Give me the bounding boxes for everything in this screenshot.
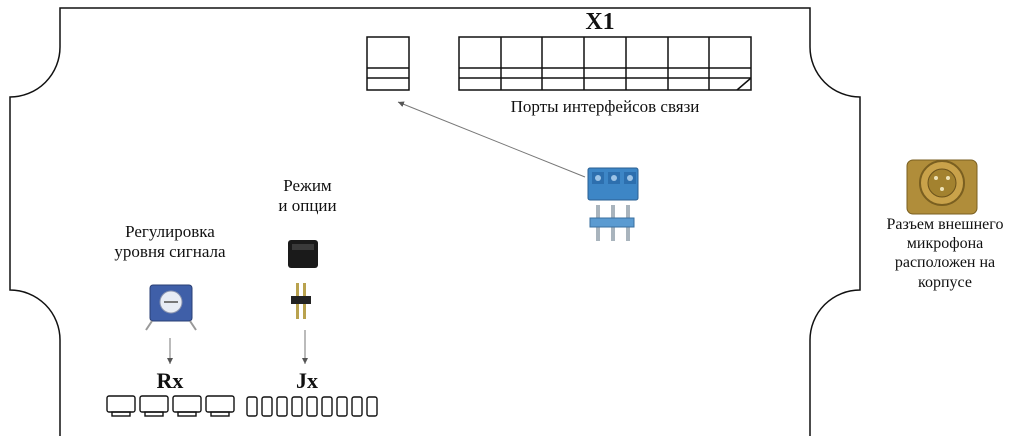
mic-label: Разъем внешнего микрофона расположен на … (886, 216, 1004, 291)
rx-pads (106, 395, 235, 417)
jumper-cap-icon (288, 240, 318, 319)
x1-label: X1 (585, 9, 615, 35)
ports-label: Порты интерфейсов связи (510, 97, 700, 116)
jx-pads (246, 396, 378, 417)
ports-arrow (397, 101, 586, 178)
level-label: Регулировка уровня сигнала (114, 222, 226, 262)
jx-label: Jx (296, 368, 318, 393)
rx-label: Rx (156, 368, 184, 393)
board-outline (9, 7, 861, 436)
round-panel-connector-icon (906, 159, 978, 215)
port-block-small (366, 36, 410, 91)
x1-terminal-block (458, 36, 752, 91)
trimmer-potentiometer-icon (145, 284, 197, 331)
blue-screw-terminal-icon (587, 167, 639, 241)
mode-label: Режим и опции (278, 176, 337, 216)
